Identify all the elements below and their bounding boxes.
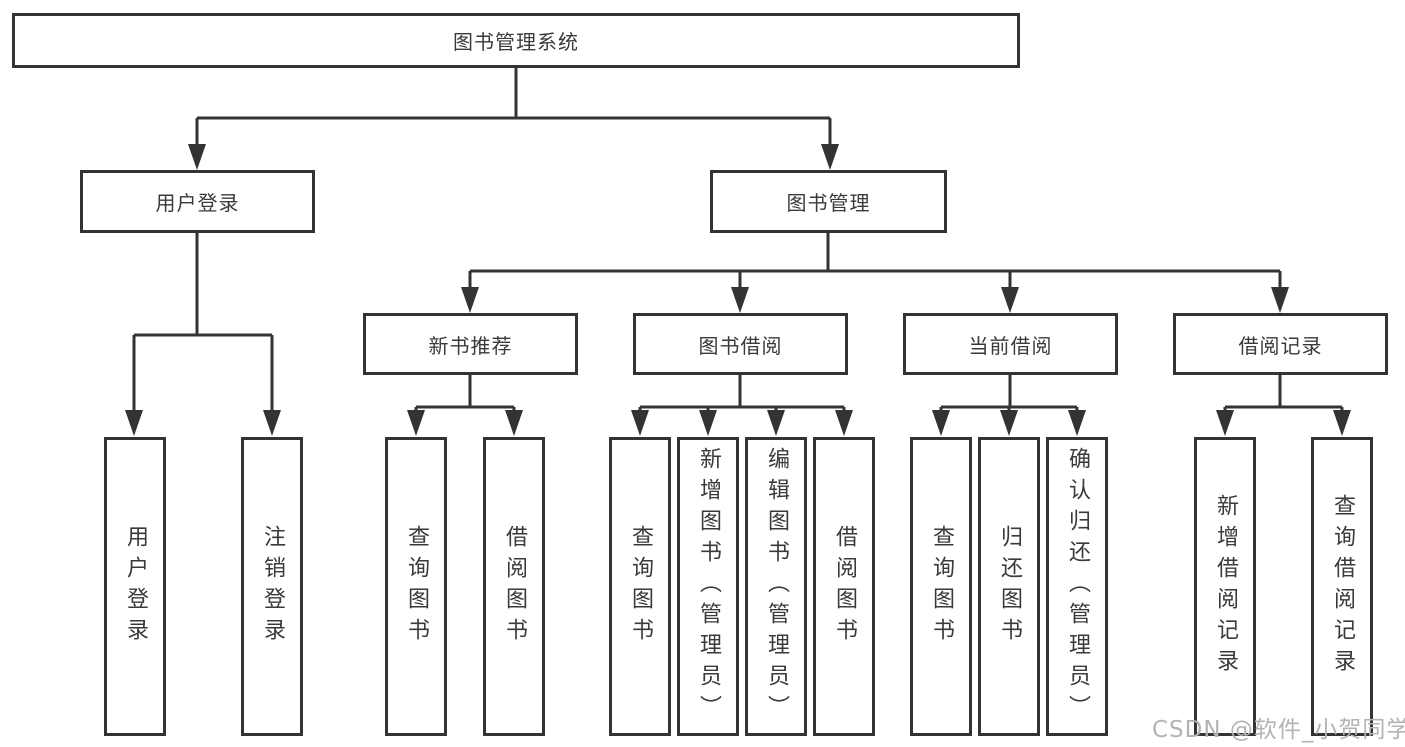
node-new-book-recommendation: 新书推荐 [363,313,578,375]
node-label: 新增图书（管理员） [696,447,721,726]
leaf-query-books-borrowing: 查询图书 [609,437,671,736]
node-label: 归还图书 [997,524,1022,649]
leaf-confirm-return-admin: 确认归还（管理员） [1046,437,1108,736]
leaf-add-borrow-record: 新增借阅记录 [1194,437,1256,736]
node-label: 查询借阅记录 [1330,493,1355,680]
node-user-login: 用户登录 [80,170,315,233]
node-label: 用户登录 [123,524,148,649]
node-book-management: 图书管理 [710,170,947,233]
leaf-user-login: 用户登录 [104,437,166,736]
leaf-return-books: 归还图书 [978,437,1040,736]
node-label: 编辑图书（管理员） [764,447,789,726]
node-label: 查询图书 [929,524,954,649]
node-label: 借阅图书 [832,524,857,649]
node-label: 图书借阅 [698,333,783,358]
node-label: 图书管理 [786,191,871,215]
node-label: 用户登录 [155,191,240,215]
node-label: 当前借阅 [968,333,1053,358]
leaf-borrow-books-recommend: 借阅图书 [483,437,545,736]
node-borrowing-records: 借阅记录 [1173,313,1388,375]
leaf-query-books-current: 查询图书 [910,437,972,736]
node-book-borrowing: 图书借阅 [633,313,848,375]
node-label: 查询图书 [628,524,653,649]
csdn-watermark: CSDN @软件_小贺同学 [1152,717,1405,743]
leaf-query-books-recommend: 查询图书 [385,437,447,736]
leaf-query-borrow-record: 查询借阅记录 [1311,437,1373,736]
leaf-logout-login: 注销登录 [241,437,303,736]
node-label: 查询图书 [404,524,429,649]
node-label: 新增借阅记录 [1213,493,1238,680]
node-label: 图书管理系统 [453,30,579,54]
leaf-borrow-books-borrowing: 借阅图书 [813,437,875,736]
leaf-edit-books-admin: 编辑图书（管理员） [745,437,807,736]
node-label: 注销登录 [260,524,285,649]
node-label: 借阅图书 [502,524,527,649]
node-label: 确认归还（管理员） [1065,447,1090,726]
node-current-borrowing: 当前借阅 [903,313,1118,375]
node-library-system: 图书管理系统 [12,13,1020,68]
leaf-add-books-admin: 新增图书（管理员） [677,437,739,736]
node-label: 借阅记录 [1238,333,1323,358]
node-label: 新书推荐 [428,333,513,358]
